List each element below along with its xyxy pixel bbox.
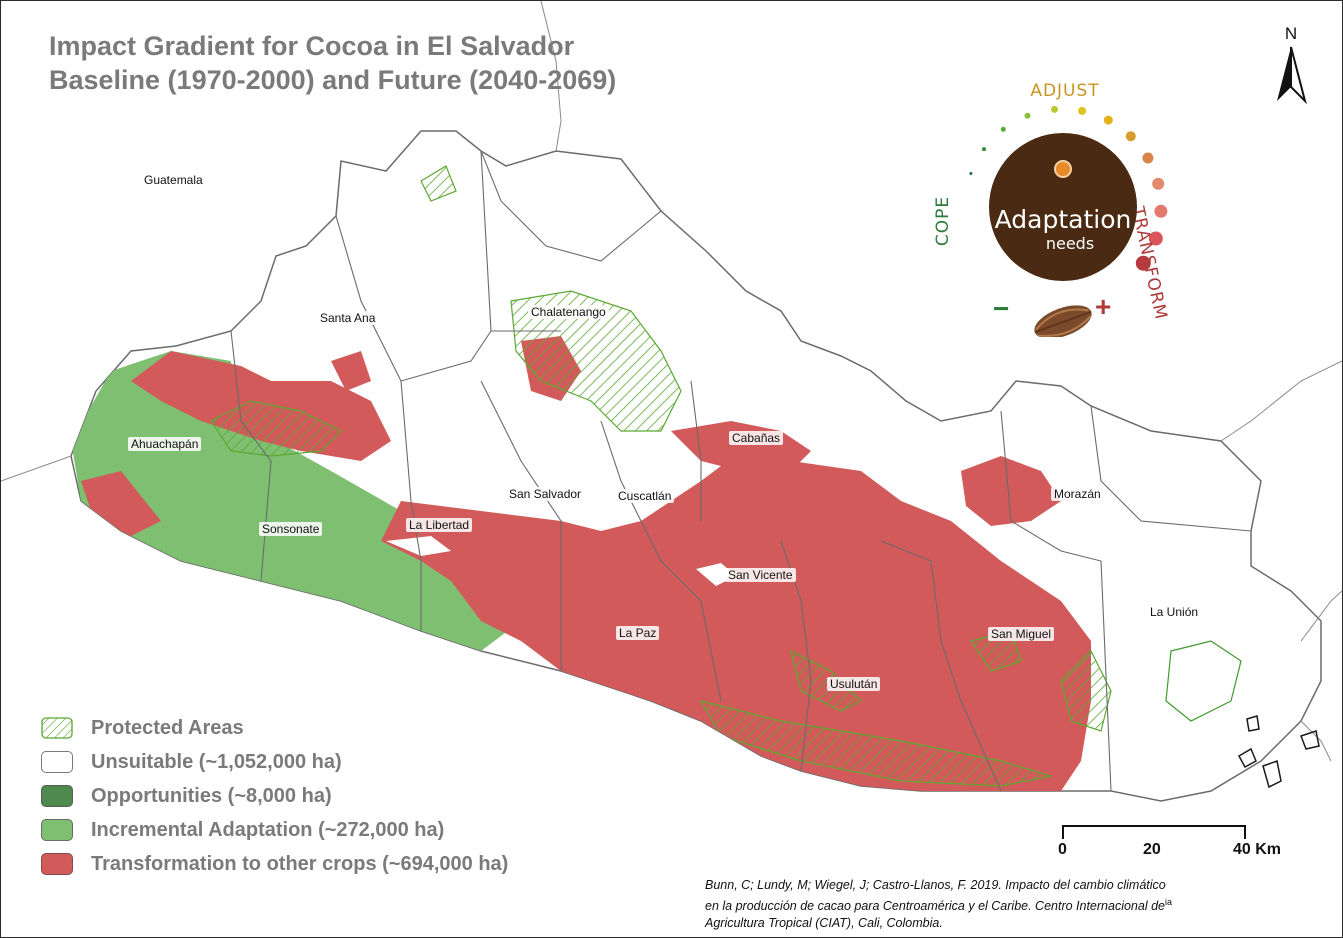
legend-swatch-opportunities <box>41 785 73 807</box>
label-la-union: La Unión <box>1150 605 1199 619</box>
label-sonsonate: Sonsonate <box>259 522 323 536</box>
transformation-zone-santaana <box>331 351 371 391</box>
legend-swatch-unsuitable <box>41 751 73 773</box>
transformation-zone-central <box>381 451 1091 791</box>
adaptation-dot <box>982 147 986 152</box>
label-cabanas: Cabañas <box>729 431 784 445</box>
adaptation-dot <box>1154 204 1168 218</box>
legend-swatch-incremental <box>41 819 73 841</box>
adaptation-needs-graphic: ADJUST COPE TRANSFORM Adaptation needs −… <box>915 77 1215 337</box>
neighbor-borders <box>1 1 1342 762</box>
scale-tick-0: 0 <box>1058 841 1067 858</box>
label-la-paz: La Paz <box>616 626 660 640</box>
adaptation-dot <box>1051 105 1058 113</box>
citation-line-2: en la producción de cacao para Centroamé… <box>705 899 1165 914</box>
label-san-vicente: San Vicente <box>725 568 796 582</box>
scale-tick-20: 20 <box>1143 841 1161 858</box>
adaptation-dot <box>1078 106 1087 115</box>
indicator-pin-icon <box>1054 160 1072 178</box>
adaptation-dot <box>1024 112 1031 119</box>
cocoa-pod-icon <box>1034 305 1092 337</box>
legend-label-transformation: Transformation to other crops (~694,000 … <box>91 853 509 875</box>
protected-area-chalatenango <box>510 290 682 432</box>
adaptation-circle <box>989 133 1137 281</box>
transformation-zone-coast <box>81 471 161 541</box>
north-arrow-icon <box>1277 46 1307 105</box>
label-adjust: ADJUST <box>1030 81 1100 101</box>
label-chalatenango: Chalatenango <box>528 305 609 319</box>
protected-area-launion <box>1060 649 1112 732</box>
protected-area-coast <box>699 700 1052 787</box>
label-santa-ana: Santa Ana <box>317 311 379 325</box>
protected-area-usulutan <box>790 649 863 712</box>
adaptation-dot <box>1125 131 1136 142</box>
title-line-1: Impact Gradient for Cocoa in El Salvador <box>49 31 575 61</box>
minus-sign: − <box>993 293 1010 324</box>
legend-label-unsuitable: Unsuitable (~1,052,000 ha) <box>91 751 342 773</box>
adaptation-dot <box>1135 255 1151 271</box>
scale-bar: 0 20 40 Km <box>1055 819 1295 869</box>
protected-area-north <box>420 165 457 202</box>
adaptation-dot <box>1142 152 1154 164</box>
citation: Bunn, C; Lundy, M; Wiegel, J; Castro-Lla… <box>705 877 1335 932</box>
adaptation-sub-text: needs <box>1045 234 1095 253</box>
scale-tick-40: 40 Km <box>1233 841 1282 858</box>
adaptation-main-text: Adaptation <box>994 205 1132 234</box>
legend-swatch-transformation <box>41 853 73 875</box>
legend-swatch-protected <box>41 717 73 739</box>
label-cuscatlan: Cuscatlán <box>615 489 675 503</box>
label-usulutan: Usulután <box>827 677 881 691</box>
citation-line-1: Bunn, C; Lundy, M; Wiegel, J; Castro-Lla… <box>705 878 1166 892</box>
label-ahuachapan: Ahuachapán <box>128 437 202 451</box>
label-morazan: Morazán <box>1051 487 1104 501</box>
incremental-zone-west <box>71 351 521 651</box>
citation-line-2-wrap: en la producción de cacao para Centroamé… <box>705 894 1335 915</box>
scale-bar-line <box>1062 825 1246 839</box>
department-boundaries <box>230 150 1252 792</box>
adaptation-dots <box>969 105 1168 271</box>
islands <box>1237 715 1320 789</box>
title-line-2: Baseline (1970-2000) and Future (2040-20… <box>49 65 617 95</box>
plus-sign: + <box>1095 291 1112 322</box>
adaptation-dot <box>1152 177 1165 190</box>
map-title: Impact Gradient for Cocoa in El Salvador… <box>49 29 616 97</box>
adaptation-dot <box>1000 126 1006 132</box>
adaptation-dot <box>1103 115 1113 125</box>
legend-label-opportunities: Opportunities (~8,000 ha) <box>91 785 332 807</box>
citation-overflow-fragment: ia <box>1165 897 1173 907</box>
label-la-libertad: La Libertad <box>406 518 473 532</box>
north-arrow: N <box>1263 25 1319 112</box>
legend-label-protected: Protected Areas <box>91 717 244 739</box>
protected-area-ahuachapan <box>210 400 343 457</box>
north-letter: N <box>1284 24 1298 43</box>
mangrove-outline-launion <box>1165 640 1242 722</box>
label-san-salvador: San Salvador <box>506 487 585 501</box>
legend-label-incremental: Incremental Adaptation (~272,000 ha) <box>91 819 445 841</box>
transformation-zone-morazan <box>961 456 1061 526</box>
label-san-miguel: San Miguel <box>988 627 1055 641</box>
label-guatemala: Guatemala <box>144 173 203 187</box>
citation-line-3: Agricultura Tropical (CIAT), Cali, Colom… <box>705 916 943 931</box>
adaptation-dot <box>1148 231 1163 246</box>
adaptation-dot <box>969 172 973 175</box>
